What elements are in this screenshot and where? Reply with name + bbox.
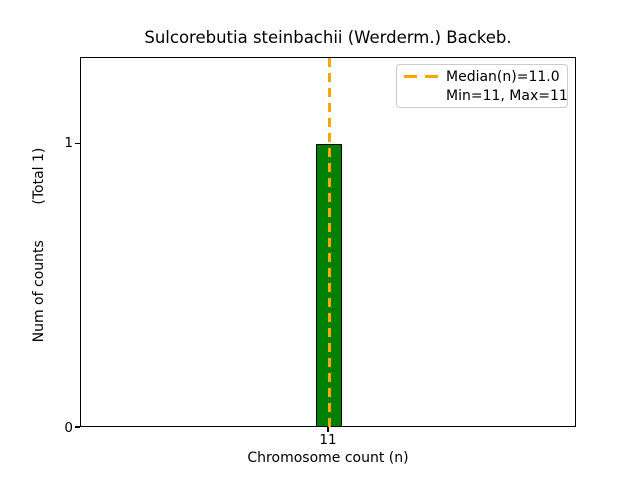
ytick-label-0: 0 bbox=[64, 420, 73, 436]
xtick-mark-11 bbox=[327, 427, 329, 432]
ytick-mark-1 bbox=[75, 142, 80, 144]
plot-area: Median(n)=11.0 Min=11, Max=11 bbox=[80, 57, 576, 427]
median-dashed-line bbox=[328, 58, 331, 427]
legend-empty-sample bbox=[404, 94, 439, 97]
x-axis-label: Chromosome count (n) bbox=[247, 450, 409, 466]
chart-title: Sulcorebutia steinbachii (Werderm.) Back… bbox=[144, 28, 512, 47]
xtick-label-11: 11 bbox=[319, 432, 337, 448]
y-axis-label-text: Num of counts (Total 1) bbox=[31, 147, 47, 343]
legend-box: Median(n)=11.0 Min=11, Max=11 bbox=[396, 64, 568, 108]
legend-median-label: Median(n)=11.0 bbox=[446, 68, 560, 85]
legend-row-median: Median(n)=11.0 bbox=[404, 67, 561, 86]
ytick-mark-0 bbox=[75, 426, 80, 428]
legend-dashed-line-sample bbox=[404, 75, 439, 78]
ytick-label-1: 1 bbox=[64, 135, 73, 151]
legend-row-minmax: Min=11, Max=11 bbox=[404, 86, 568, 105]
legend-minmax-label: Min=11, Max=11 bbox=[446, 87, 568, 104]
